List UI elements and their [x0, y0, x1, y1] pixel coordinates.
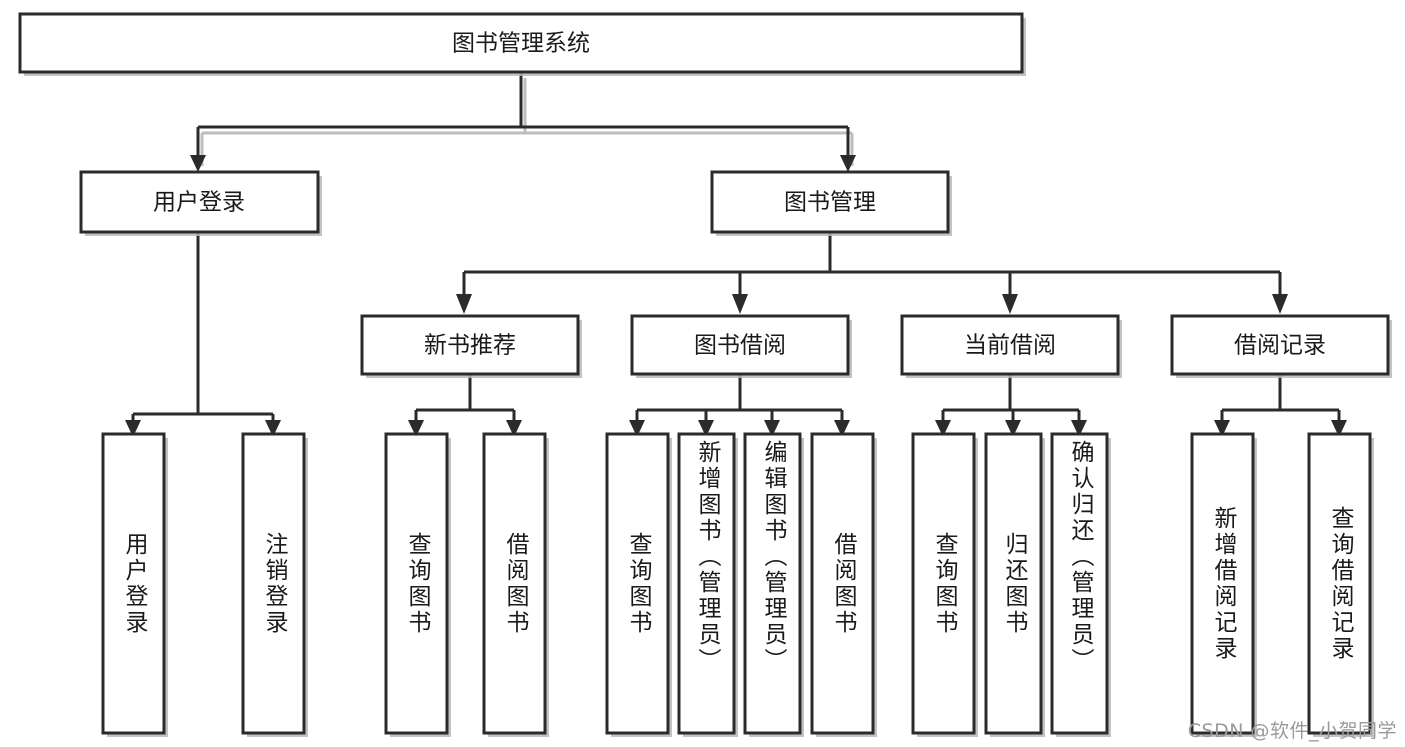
leaf-add-book-admin[interactable] [677, 432, 738, 737]
connector-book-manage-to-level3 [462, 232, 1282, 300]
node-root-label: 图书管理系统 [452, 31, 590, 57]
node-user-login[interactable]: 用户登录 [79, 170, 322, 236]
node-new-book-recommend[interactable]: 新书推荐 [360, 314, 582, 378]
arrowhead-leaf-logout [265, 420, 281, 437]
arrowhead-leaf-user-login [125, 420, 141, 437]
node-current-borrow-label: 当前借阅 [964, 333, 1056, 359]
node-root-book-management-system[interactable]: 图书管理系统 [18, 12, 1026, 76]
arrowhead-leaf-query-record [1331, 420, 1347, 437]
arrowhead-leaf-query-book-3 [935, 420, 951, 437]
node-book-borrow[interactable]: 图书借阅 [630, 314, 852, 378]
connector-root-bus-shadow [200, 78, 854, 166]
connector-root-to-level2 [196, 72, 850, 160]
arrowhead-leaf-query-book-1 [408, 420, 424, 437]
node-user-login-label: 用户登录 [153, 190, 245, 216]
arrowhead-leaf-add-record [1214, 420, 1230, 437]
node-new-book-recommend-label: 新书推荐 [424, 333, 516, 359]
arrowhead-to-book-manage [840, 155, 856, 172]
leaf-return-book[interactable] [984, 432, 1045, 737]
node-current-borrow[interactable]: 当前借阅 [900, 314, 1122, 378]
leaf-edit-book-admin[interactable] [743, 432, 804, 737]
arrowhead-leaf-borrow-book-2 [834, 420, 850, 437]
connector-user-login-to-leaves [131, 232, 275, 428]
arrowhead-to-user-login [190, 155, 206, 172]
leaf-add-borrow-record[interactable] [1190, 432, 1257, 737]
arrowhead-leaf-return-book [1005, 420, 1021, 437]
arrowhead-leaf-add-book [698, 420, 714, 437]
connector-borrow-record-to-leaves [1220, 374, 1341, 428]
connector-current-borrow-to-leaves [941, 374, 1081, 428]
connector-book-borrow-to-leaves [635, 374, 844, 428]
connector-new-book-rec-to-leaves [414, 374, 516, 428]
leaf-borrow-book-borrow[interactable] [810, 432, 877, 737]
csdn-watermark: CSDN @软件_小贺同学 [1187, 720, 1397, 742]
leaf-query-book-current[interactable] [911, 432, 978, 737]
arrowhead-to-borrow-record [1272, 294, 1288, 314]
leaf-logout[interactable] [241, 432, 308, 737]
node-borrow-record-label: 借阅记录 [1234, 333, 1326, 359]
arrowhead-leaf-confirm-return [1071, 420, 1087, 437]
leaf-user-login[interactable] [101, 432, 168, 737]
arrowhead-to-current-borrow [1002, 294, 1018, 314]
arrowhead-to-new-book-rec [456, 294, 472, 314]
node-borrow-record[interactable]: 借阅记录 [1170, 314, 1392, 378]
leaf-query-borrow-record[interactable] [1307, 432, 1374, 737]
node-layer: 图书管理系统 用户登录 图书管理 新书推荐 [18, 12, 1392, 737]
leaf-query-book-borrow[interactable] [605, 432, 672, 737]
node-book-management-label: 图书管理 [784, 190, 876, 216]
connector-layer [125, 72, 1347, 437]
leaf-query-book-rec[interactable] [384, 432, 451, 737]
node-book-borrow-label: 图书借阅 [694, 333, 786, 359]
leaf-borrow-book-rec[interactable] [482, 432, 549, 737]
arrowhead-leaf-edit-book [764, 420, 780, 437]
arrowhead-leaf-borrow-book-1 [506, 420, 522, 437]
arrowhead-leaf-query-book-2 [629, 420, 645, 437]
arrowhead-to-book-borrow [732, 294, 748, 314]
node-book-management[interactable]: 图书管理 [710, 170, 952, 236]
leaf-confirm-return-admin[interactable] [1050, 432, 1111, 737]
